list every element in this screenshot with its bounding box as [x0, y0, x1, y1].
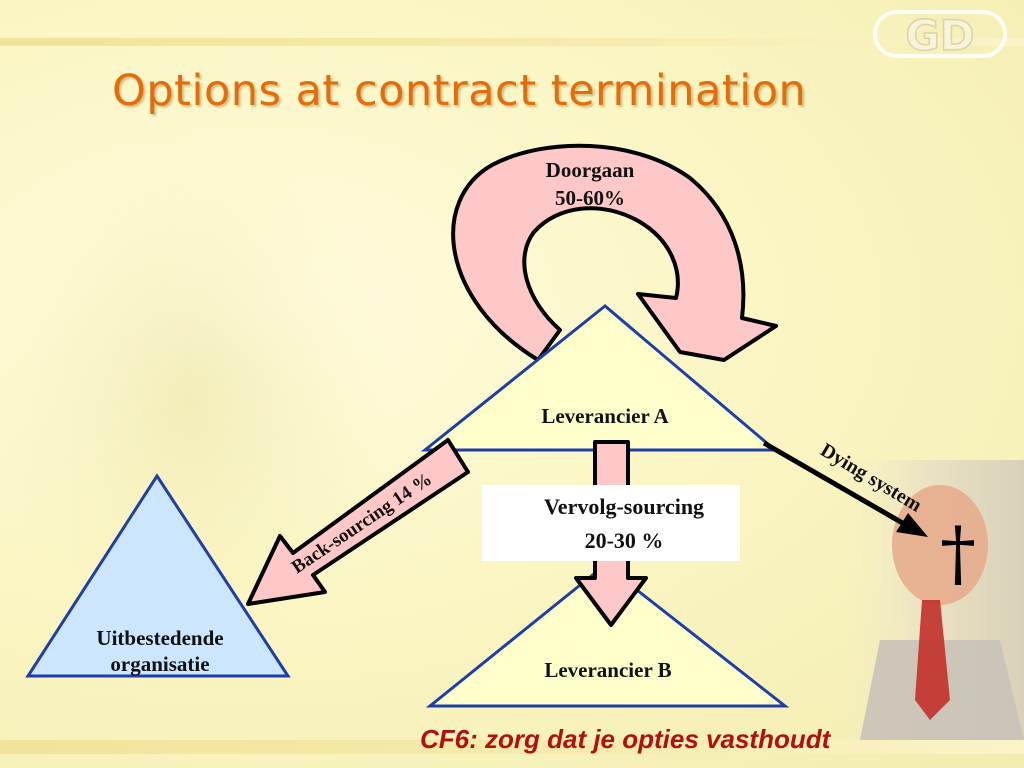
logo-text: GD — [905, 11, 974, 60]
bottom-decor-band — [0, 740, 1024, 754]
backsourcing-arrow — [246, 438, 470, 606]
uitbestedende-triangle — [25, 473, 291, 678]
footer-note: CF6: zorg dat je opties vasthoudt — [420, 724, 831, 754]
uitbestedende-label-line1: Uitbestedende — [96, 626, 223, 650]
leverancier-a-label: Leverancier A — [541, 404, 669, 428]
vervolg-percentage: 20-30 % — [585, 528, 664, 553]
background-portrait-man — [840, 460, 1024, 740]
leverancier-b-triangle — [425, 563, 790, 708]
leverancier-b-label: Leverancier B — [544, 658, 671, 682]
slide-title: Options at contract termination — [112, 66, 807, 116]
gd-logo: GD — [873, 10, 1007, 61]
vervolg-label-box — [482, 485, 740, 561]
dying-system-arrow-line — [762, 440, 908, 528]
doorgaan-percentage: 50-60% — [555, 186, 625, 210]
uitbestedende-label-line2: organisatie — [110, 652, 209, 676]
vervolg-label: Vervolg-sourcing — [544, 494, 704, 519]
background-portrait-faded — [0, 130, 390, 670]
dying-system-arrowhead — [896, 513, 928, 537]
doorgaan-label: Doorgaan — [546, 158, 635, 182]
top-decor-band — [0, 38, 1024, 46]
doorgaan-loop-arrow — [451, 143, 778, 362]
cross-icon: † — [940, 511, 976, 595]
